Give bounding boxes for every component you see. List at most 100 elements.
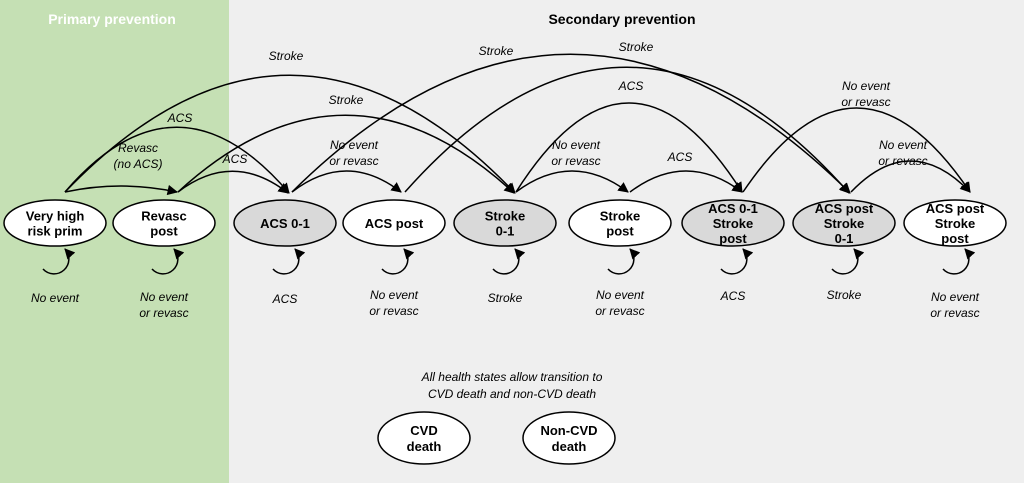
self-loop-label: Stroke bbox=[827, 288, 862, 302]
state-node bbox=[3, 199, 107, 247]
state-label: Revasc bbox=[141, 209, 187, 224]
self-loops: No event No event or revasc ACS No event or r… bbox=[31, 248, 980, 320]
transition-arrow bbox=[291, 53, 851, 194]
state-label: ACS post bbox=[815, 201, 874, 216]
self-loop-arrow bbox=[942, 248, 976, 275]
state-node bbox=[233, 199, 337, 247]
transition-arrow bbox=[404, 66, 850, 194]
transition-label: ACS bbox=[618, 79, 644, 93]
transition-arrow bbox=[64, 184, 179, 196]
state-label: post bbox=[606, 224, 634, 239]
state-label: risk prim bbox=[28, 224, 83, 239]
state-label: 0-1 bbox=[496, 224, 515, 239]
self-loop-label: No event bbox=[370, 288, 419, 302]
secondary-prevention-title: Secondary prevention bbox=[548, 11, 695, 27]
self-loop-arrow bbox=[381, 248, 415, 275]
state-label: Stroke bbox=[824, 216, 864, 231]
transition-label: No event bbox=[552, 138, 601, 152]
death-state-label: Non-CVD bbox=[540, 423, 597, 438]
self-loop-label: Stroke bbox=[488, 291, 523, 305]
self-loop-label: or revasc bbox=[369, 304, 418, 318]
transition-label: or revasc bbox=[329, 154, 378, 168]
transition-label: No event bbox=[330, 138, 379, 152]
transition-arrow bbox=[64, 74, 516, 194]
note-line-2: CVD death and non-CVD death bbox=[428, 387, 596, 401]
self-loop-arrow bbox=[720, 248, 754, 275]
self-loop-arrow bbox=[831, 248, 865, 275]
death-transition-note: All health states allow transition to CV… bbox=[421, 370, 603, 401]
state-label: Stroke bbox=[713, 216, 753, 231]
transition-arrow bbox=[515, 102, 743, 193]
primary-prevention-title: Primary prevention bbox=[48, 11, 176, 27]
transition-label: or revasc bbox=[841, 95, 890, 109]
self-loop-arrow bbox=[272, 248, 306, 275]
death-state-node bbox=[377, 411, 471, 465]
self-loop-arrow bbox=[42, 248, 76, 275]
transition-label: ACS bbox=[667, 150, 693, 164]
self-loop-label: or revasc bbox=[139, 306, 188, 320]
state-label: Stroke bbox=[600, 209, 640, 224]
death-state-label: CVD bbox=[410, 423, 437, 438]
state-label: Stroke bbox=[935, 216, 975, 231]
transition-label: No event bbox=[879, 138, 928, 152]
transition-label: or revasc bbox=[551, 154, 600, 168]
transition-label: ACS bbox=[222, 152, 248, 166]
transition-label: (no ACS) bbox=[114, 157, 163, 171]
self-loop-label: or revasc bbox=[930, 306, 979, 320]
state-label: post bbox=[719, 231, 747, 246]
self-loop-label: or revasc bbox=[595, 304, 644, 318]
state-label: ACS post bbox=[365, 216, 424, 231]
state-label: post bbox=[941, 231, 969, 246]
state-node bbox=[792, 199, 896, 247]
state-node bbox=[903, 199, 1007, 247]
transition-arrow bbox=[742, 107, 971, 193]
transition-label: Stroke bbox=[619, 40, 654, 54]
self-loop-label: No event bbox=[596, 288, 645, 302]
transition-label: Stroke bbox=[269, 49, 304, 63]
transition-arrow bbox=[177, 114, 515, 194]
transition-label: or revasc bbox=[878, 154, 927, 168]
transition-arrow bbox=[515, 170, 629, 193]
transition-arrow bbox=[629, 170, 743, 193]
state-node bbox=[342, 199, 446, 247]
state-label: ACS 0-1 bbox=[708, 201, 758, 216]
self-loop-label: ACS bbox=[272, 292, 298, 306]
state-acs-post: ACS post bbox=[342, 199, 446, 247]
transition-arrow bbox=[291, 170, 402, 193]
state-label: Very high bbox=[26, 209, 85, 224]
transition-label: Stroke bbox=[479, 44, 514, 58]
state-node bbox=[112, 199, 216, 247]
death-state-node bbox=[522, 411, 616, 465]
state-label: post bbox=[150, 224, 178, 239]
state-label: Stroke bbox=[485, 209, 525, 224]
self-loop-arrow bbox=[151, 248, 185, 275]
self-loop-label: No event bbox=[140, 290, 189, 304]
transition-arrow bbox=[177, 170, 289, 194]
state-acs-0-1: ACS 0-1 bbox=[233, 199, 337, 247]
death-state-label: death bbox=[552, 439, 587, 454]
self-loop-label: ACS bbox=[720, 289, 746, 303]
self-loop-label: No event bbox=[31, 291, 80, 305]
state-label: ACS 0-1 bbox=[260, 216, 310, 231]
note-line-1: All health states allow transition to bbox=[421, 370, 603, 384]
state-label: ACS post bbox=[926, 201, 985, 216]
transition-label: ACS bbox=[167, 111, 193, 125]
self-loop-arrow bbox=[607, 248, 641, 275]
state-label: 0-1 bbox=[835, 231, 854, 246]
death-state-label: death bbox=[407, 439, 442, 454]
transition-label: No event bbox=[842, 79, 891, 93]
state-node bbox=[568, 199, 672, 247]
